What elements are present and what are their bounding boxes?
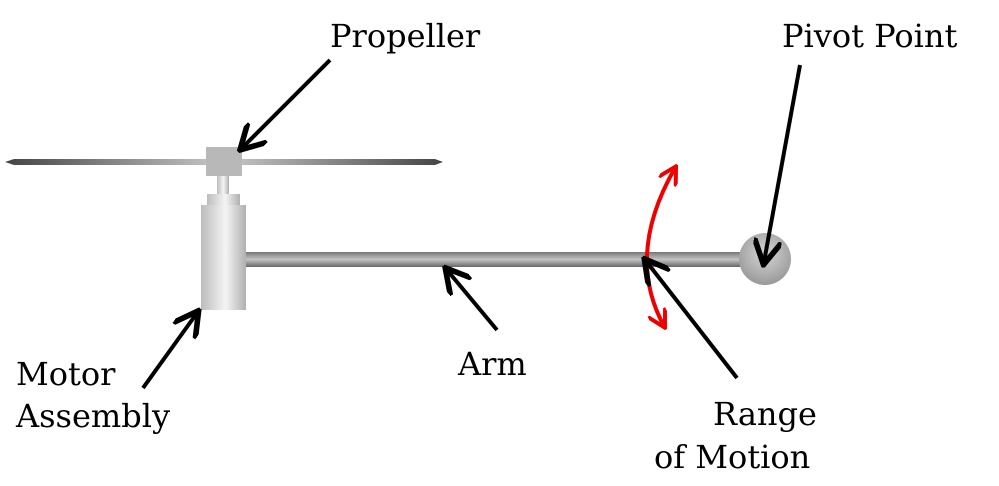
propeller-hub <box>206 147 242 176</box>
propeller-arrow <box>242 58 332 148</box>
range-of-motion-arc <box>644 168 675 326</box>
arm-label: Arm <box>457 345 527 383</box>
range-label-line1: Range <box>713 395 817 433</box>
pivot-point-label: Pivot Point <box>782 17 957 55</box>
motor-arrow <box>141 313 197 390</box>
propeller-label: Propeller <box>330 17 481 55</box>
pivot-arrow <box>764 64 802 262</box>
range-arrow <box>646 261 739 380</box>
motor-shaft <box>217 176 229 194</box>
arm-arrow <box>447 270 499 332</box>
motor-label-line1: Motor <box>16 355 116 393</box>
arm-rod <box>246 252 746 267</box>
motor-collar <box>207 194 240 205</box>
motor-label-line2: Assembly <box>15 397 170 435</box>
motor-body <box>201 205 246 310</box>
range-label-line2: of Motion <box>654 438 810 476</box>
